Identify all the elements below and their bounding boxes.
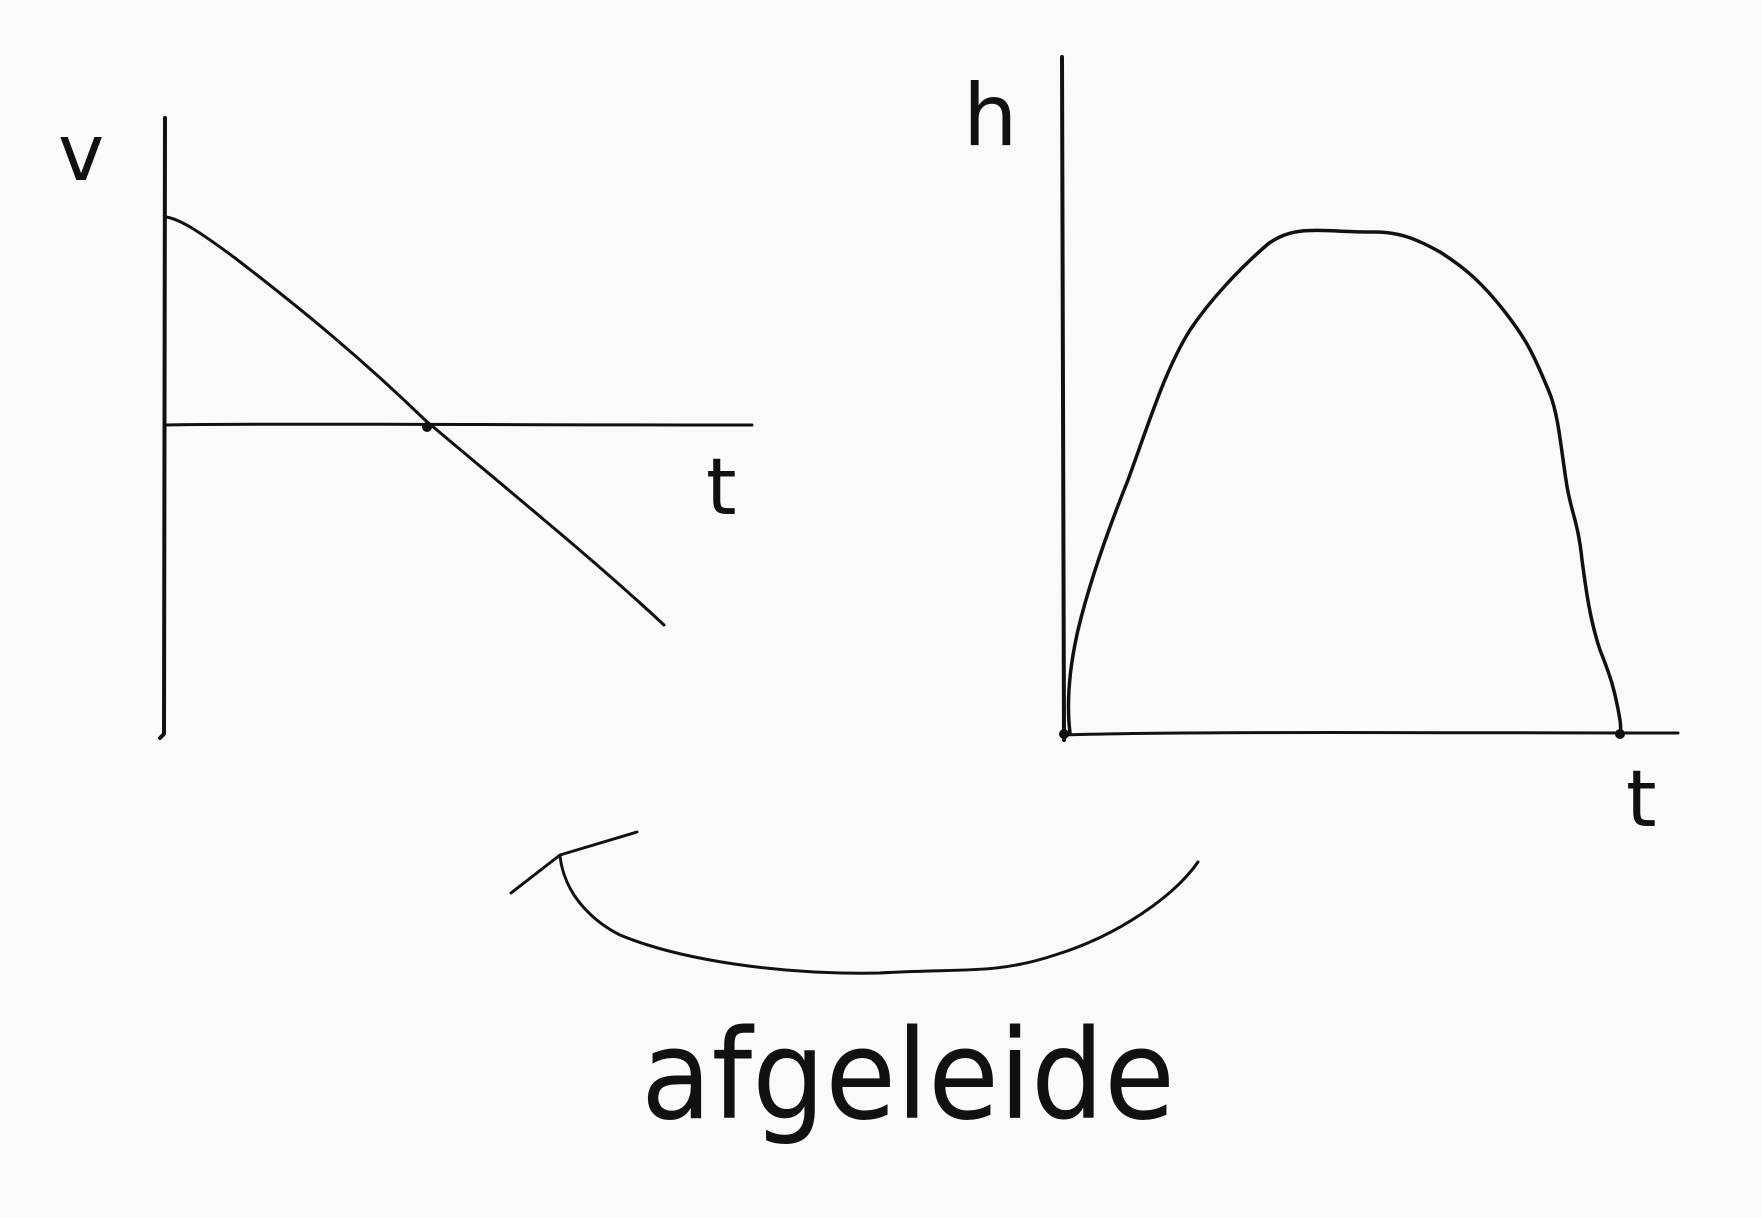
derivative-arrow-head [509,830,639,895]
height-graph-y-axis [1060,55,1066,742]
velocity-line [164,215,666,627]
velocity-axis-label: v [58,109,104,199]
height-axis-label: h [963,66,1018,166]
origin-point [1059,729,1069,739]
velocity-graph-time-label: t [706,443,737,533]
velocity-graph-y-axis [158,116,167,740]
derivative-arrow: afgeleide [509,830,1200,1148]
zero-crossing-point [422,422,432,432]
derivative-caption: afgeleide [641,1004,1175,1148]
height-graph-x-axis [1060,731,1680,737]
height-graph-time-label: t [1626,755,1657,845]
velocity-graph: v t [58,109,754,740]
height-curve [1066,228,1623,739]
velocity-graph-x-axis [164,422,754,427]
height-graph: h t [963,55,1680,845]
derivative-arrow-shaft [558,854,1200,975]
landing-point [1615,729,1625,739]
